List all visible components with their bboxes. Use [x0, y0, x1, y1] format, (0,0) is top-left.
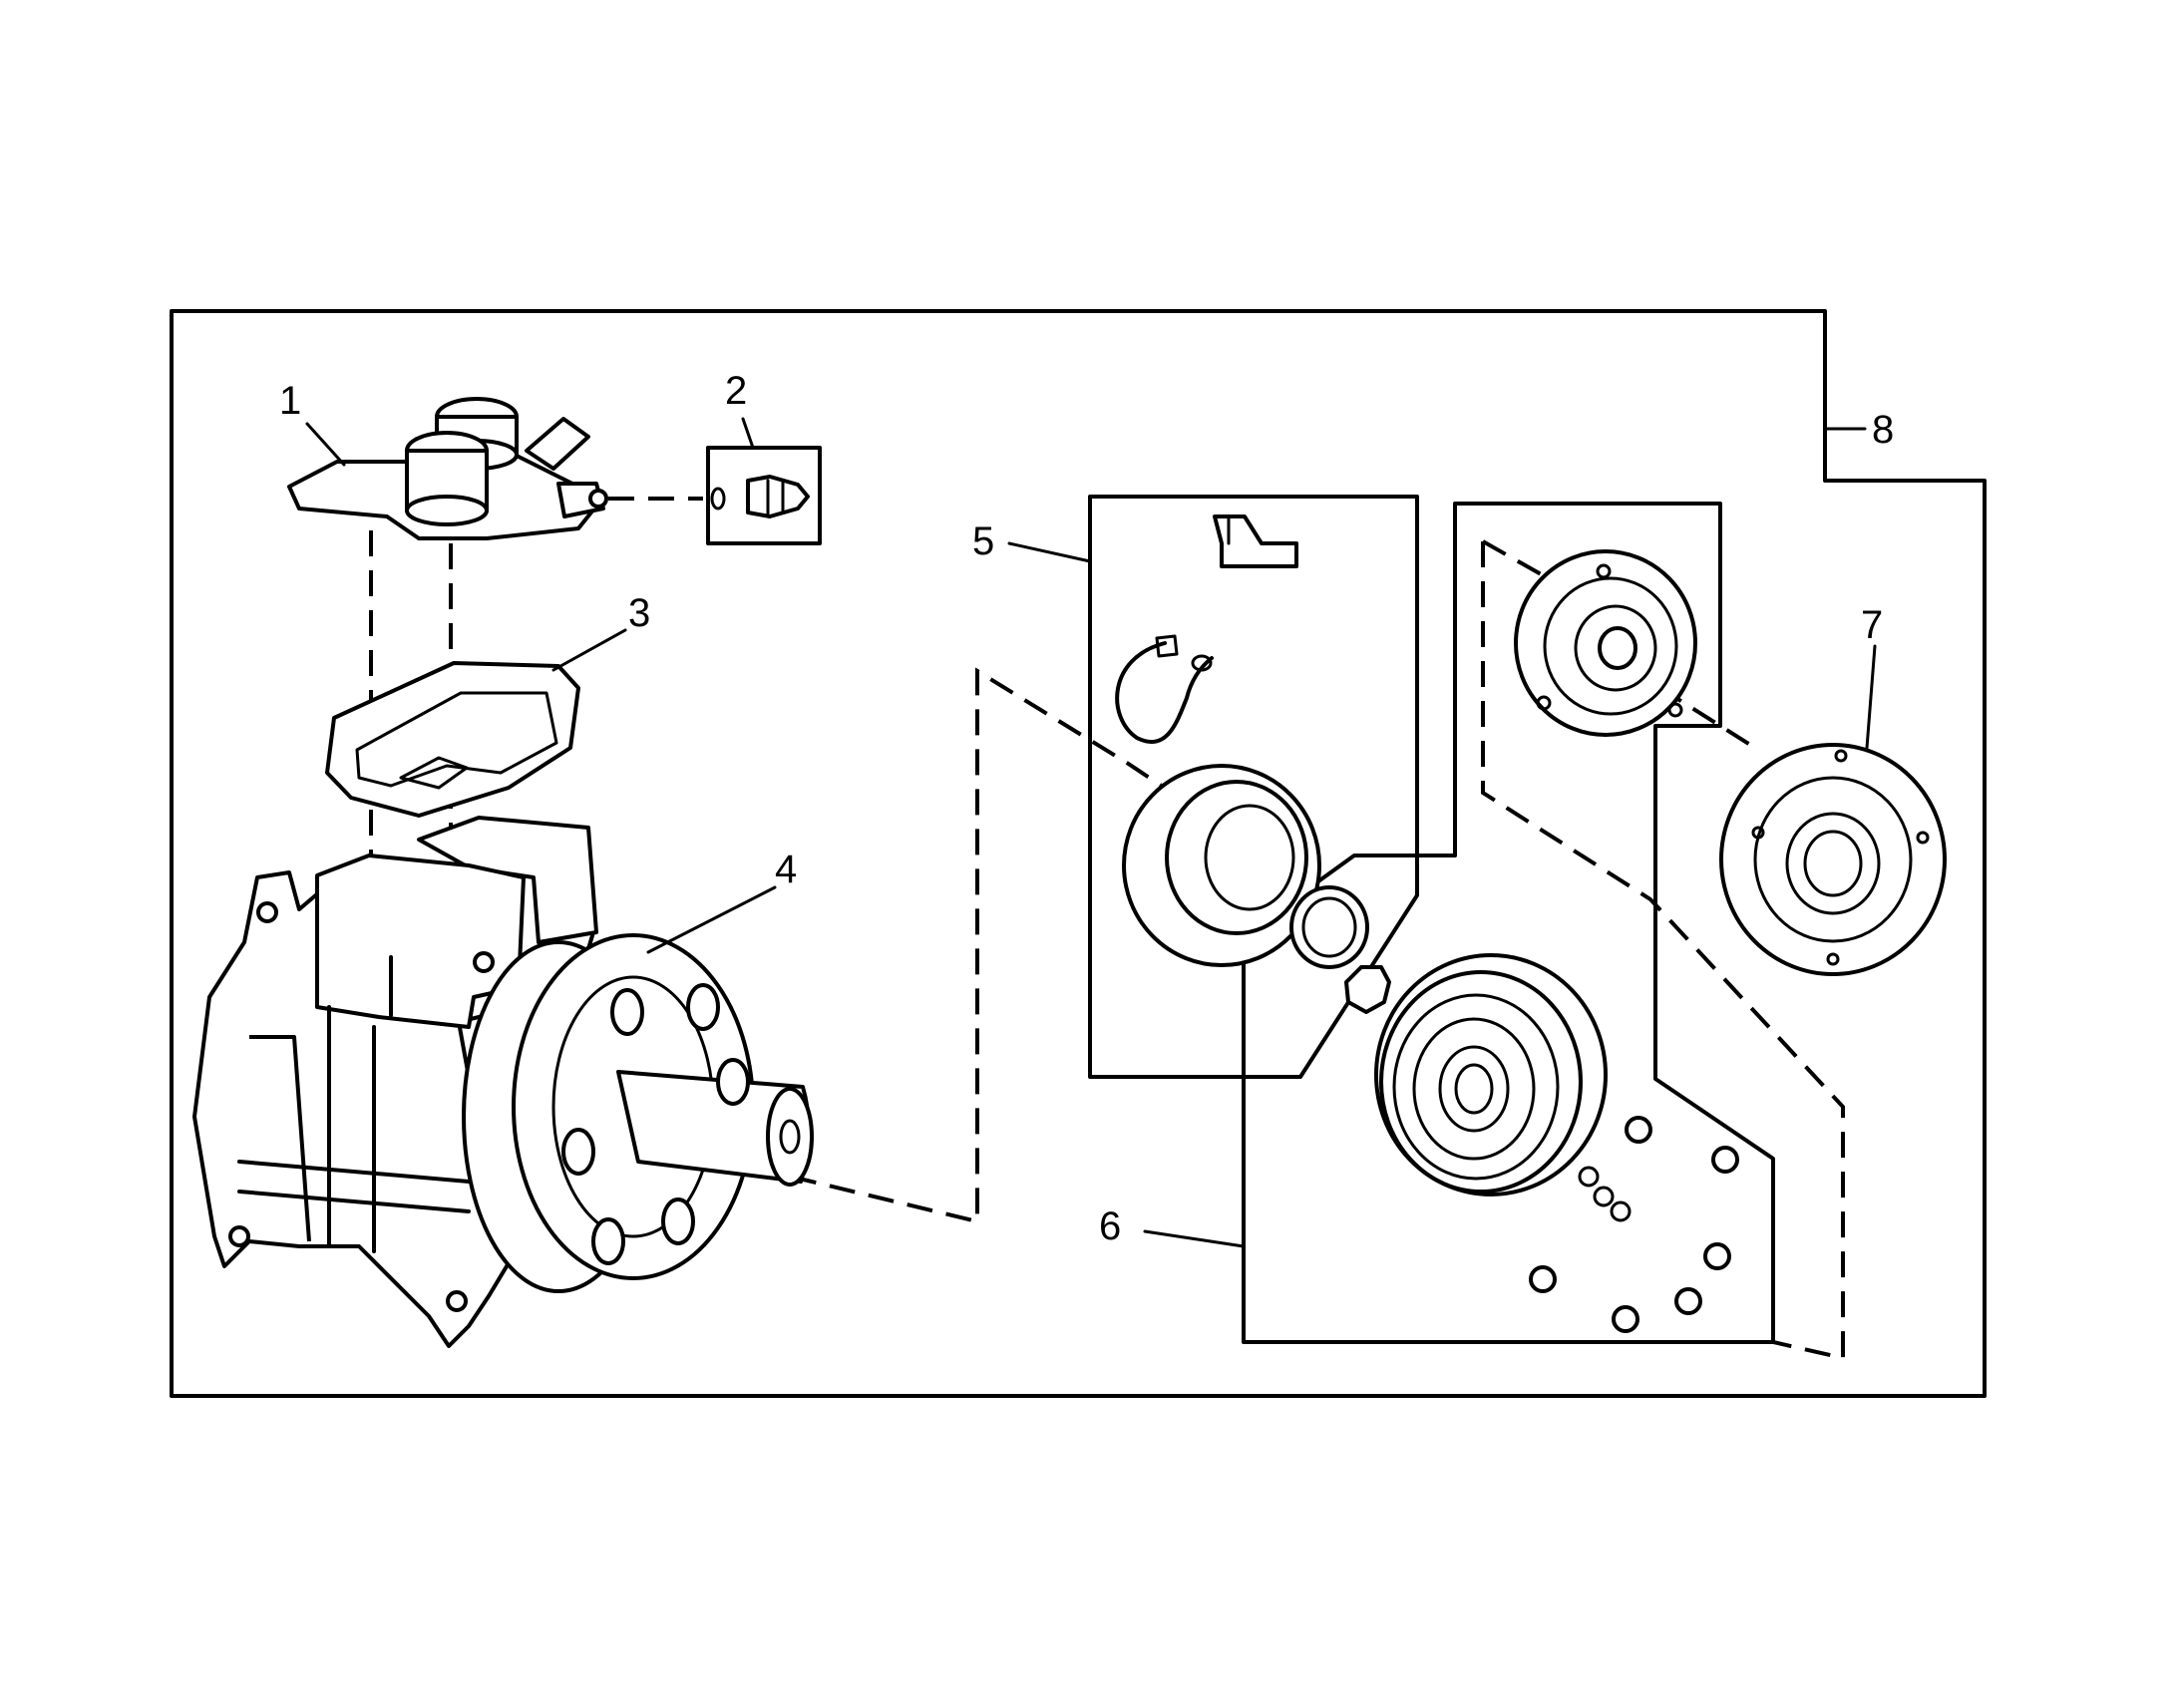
gasket-part — [325, 661, 580, 818]
compressor-part — [192, 816, 814, 1348]
callout-4: 4 — [775, 848, 797, 891]
kit-6-outline — [1242, 502, 1775, 1344]
kit-7-dashed-top — [1482, 539, 1567, 590]
leader-lines — [305, 417, 1877, 1248]
kit-7-dashed-outline — [1481, 541, 1845, 1361]
callout-6: 6 — [1099, 1204, 1121, 1248]
callout-1: 1 — [279, 379, 301, 423]
callout-7: 7 — [1861, 603, 1883, 647]
pulley-part — [1374, 953, 1608, 1196]
shaft-dashed-line — [790, 667, 1174, 1224]
fitting-part — [710, 475, 810, 518]
callout-5: 5 — [972, 519, 994, 563]
manifold-part — [287, 397, 608, 540]
snap-rings-part — [1289, 885, 1391, 1014]
clutch-hub-part — [1514, 549, 1697, 737]
callout-2: 2 — [725, 369, 747, 413]
field-coil-part — [1122, 764, 1321, 967]
bracket-part — [1213, 514, 1298, 568]
front-plate-part — [1719, 743, 1947, 976]
coil-wire-part — [1115, 634, 1214, 744]
assembly-outline — [170, 309, 1987, 1398]
bolts-part — [1529, 1116, 1739, 1333]
fitting-box — [706, 446, 822, 545]
callout-3: 3 — [628, 591, 650, 635]
callout-8: 8 — [1872, 408, 1894, 452]
